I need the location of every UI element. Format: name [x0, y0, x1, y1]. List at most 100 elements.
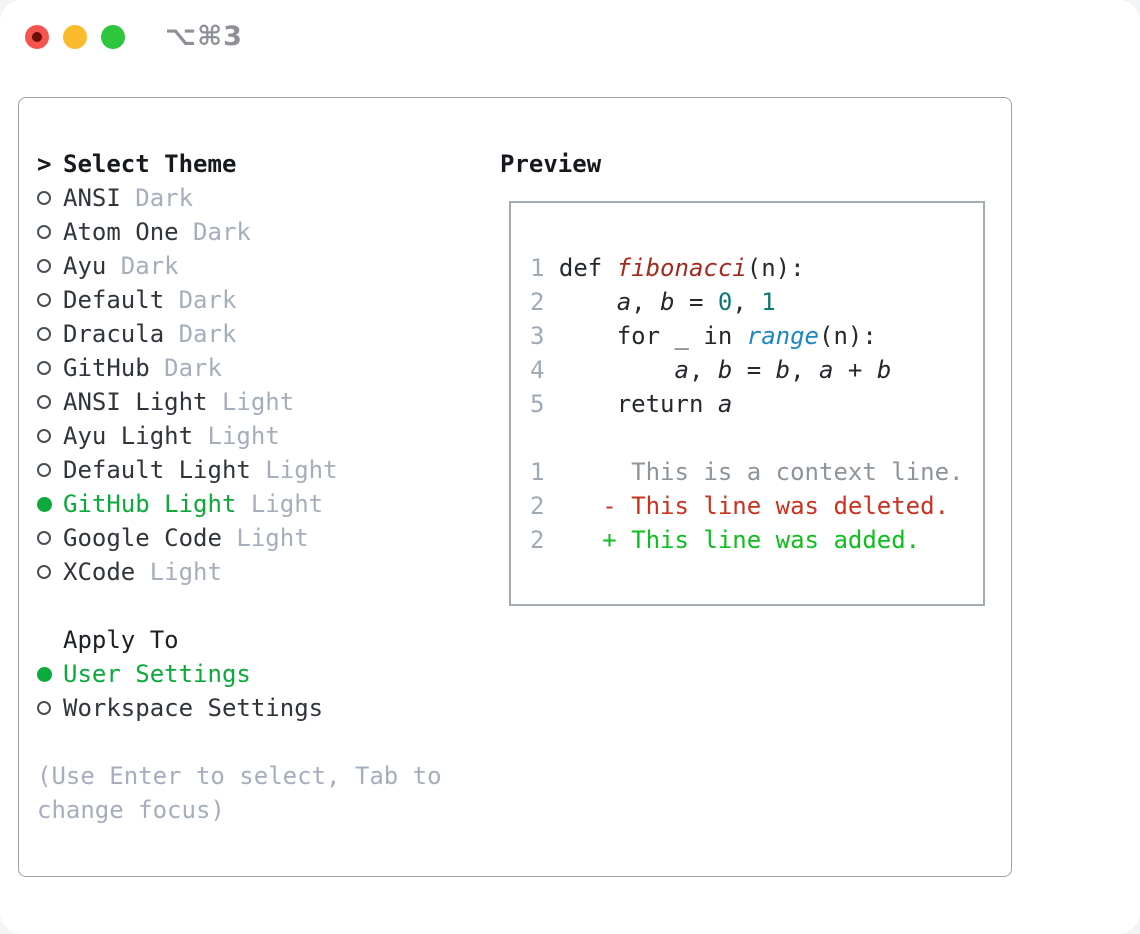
theme-item-ayu[interactable]: Ayu Dark [37, 249, 442, 283]
select-theme-title: Select Theme [63, 150, 237, 178]
theme-name: Ayu [63, 252, 107, 280]
code-segment: 0 [717, 288, 733, 316]
select-theme-header: > Select Theme [37, 147, 442, 181]
fullscreen-button[interactable] [101, 25, 125, 49]
theme-variant-tag: Light [207, 388, 295, 416]
theme-item-github-light[interactable]: GitHub Light Light [37, 487, 442, 521]
code-segment: a [616, 288, 632, 316]
code-segment: a [674, 356, 689, 384]
code-line-5: 5 return a [530, 387, 983, 421]
theme-name: Dracula [63, 320, 165, 348]
theme-variant-tag: Dark [164, 320, 237, 348]
theme-name: GitHub Light [63, 490, 237, 518]
radio-icon [37, 531, 51, 545]
radio-icon [37, 463, 51, 477]
radio-icon [37, 395, 51, 409]
code-segment: 1 [761, 288, 776, 316]
code-segment [559, 356, 675, 384]
theme-name: ANSI Light [63, 388, 208, 416]
line-number: 2 [530, 526, 545, 554]
code-line-3: 3 for _ in range(n): [530, 319, 983, 353]
preview-title: Preview [500, 150, 602, 178]
diff-line-context: 1 This is a context line. [530, 455, 983, 489]
code-segment: = [732, 356, 776, 384]
hint-text-line-2: change focus) [37, 796, 225, 824]
code-segment: a [717, 390, 733, 418]
diff-preview: 1 This is a context line.2 - This line w… [530, 455, 983, 557]
window-titlebar: ⌥⌘3 [0, 0, 1140, 75]
diff-text: - This line was deleted. [544, 492, 950, 520]
line-number: 1 [530, 458, 545, 486]
theme-name: Atom One [63, 218, 179, 246]
theme-variant-tag: Dark [178, 218, 251, 246]
theme-item-ansi[interactable]: ANSI Dark [37, 181, 442, 215]
radio-selected-icon [37, 666, 52, 682]
code-segment: b [660, 288, 675, 316]
radio-icon [37, 361, 51, 375]
theme-item-default-light[interactable]: Default Light Light [37, 453, 442, 487]
code-segment: , [631, 288, 661, 316]
theme-variant-tag: Light [193, 422, 280, 450]
code-line-4: 4 a, b = b, a + b [530, 353, 983, 387]
theme-name: Default Light [63, 456, 251, 484]
code-segment: range [746, 322, 819, 350]
line-number: 3 [530, 322, 559, 350]
apply-to-header: Apply To [37, 623, 442, 657]
radio-icon [37, 225, 51, 239]
code-line-1: 1 def fibonacci(n): [530, 251, 983, 285]
code-segment: (n): [746, 254, 805, 282]
radio-icon [37, 565, 51, 579]
radio-icon [37, 191, 51, 205]
code-segment: = [674, 288, 718, 316]
line-number: 4 [530, 356, 559, 384]
code-segment: return [558, 390, 718, 418]
theme-name: Ayu Light [63, 422, 194, 450]
line-number: 2 [530, 492, 545, 520]
minimize-button[interactable] [63, 25, 87, 49]
theme-name: GitHub [63, 354, 150, 382]
theme-variant-tag: Dark [164, 286, 237, 314]
theme-variant-tag: Light [236, 490, 324, 518]
apply-option-user-settings[interactable]: User Settings [37, 657, 442, 691]
theme-item-default[interactable]: Default Dark [37, 283, 442, 317]
diff-text: This is a context line. [544, 458, 964, 486]
radio-icon [37, 327, 51, 341]
close-button[interactable] [25, 25, 49, 49]
code-segment: for _ in [558, 322, 747, 350]
theme-item-google-code[interactable]: Google Code Light [37, 521, 442, 555]
theme-item-dracula[interactable]: Dracula Dark [37, 317, 442, 351]
theme-name: XCode [63, 558, 136, 586]
apply-option-workspace-settings[interactable]: Workspace Settings [37, 691, 442, 725]
line-number: 2 [530, 288, 559, 316]
theme-item-ayu-light[interactable]: Ayu Light Light [37, 419, 442, 453]
hint-text-line-1: (Use Enter to select, Tab to [37, 762, 442, 790]
diff-text: + This line was added. [544, 526, 921, 554]
theme-variant-tag: Light [221, 524, 309, 552]
theme-item-atom-one[interactable]: Atom One Dark [37, 215, 442, 249]
apply-option-label: User Settings [63, 660, 251, 688]
code-segment: , [732, 288, 762, 316]
diff-line-deleted: 2 - This line was deleted. [530, 489, 983, 523]
code-segment [559, 288, 617, 316]
theme-item-xcode[interactable]: XCode Light [37, 555, 442, 589]
theme-variant-tag: Dark [149, 354, 222, 382]
window-title-shortcut: ⌥⌘3 [165, 21, 243, 52]
theme-item-ansi-light[interactable]: ANSI Light Light [37, 385, 442, 419]
code-segment: , [790, 356, 820, 384]
code-line-2: 2 a, b = 0, 1 [530, 285, 983, 319]
theme-variant-tag: Dark [106, 252, 179, 280]
theme-name: Google Code [63, 524, 222, 552]
code-segment: def [558, 254, 617, 282]
line-number: 1 [530, 254, 559, 282]
theme-item-github[interactable]: GitHub Dark [37, 351, 442, 385]
code-segment: (n): [819, 322, 877, 350]
apply-option-label: Workspace Settings [63, 694, 324, 722]
radio-icon [37, 429, 51, 443]
theme-variant-tag: Dark [120, 184, 194, 212]
diff-line-added: 2 + This line was added. [530, 523, 983, 557]
